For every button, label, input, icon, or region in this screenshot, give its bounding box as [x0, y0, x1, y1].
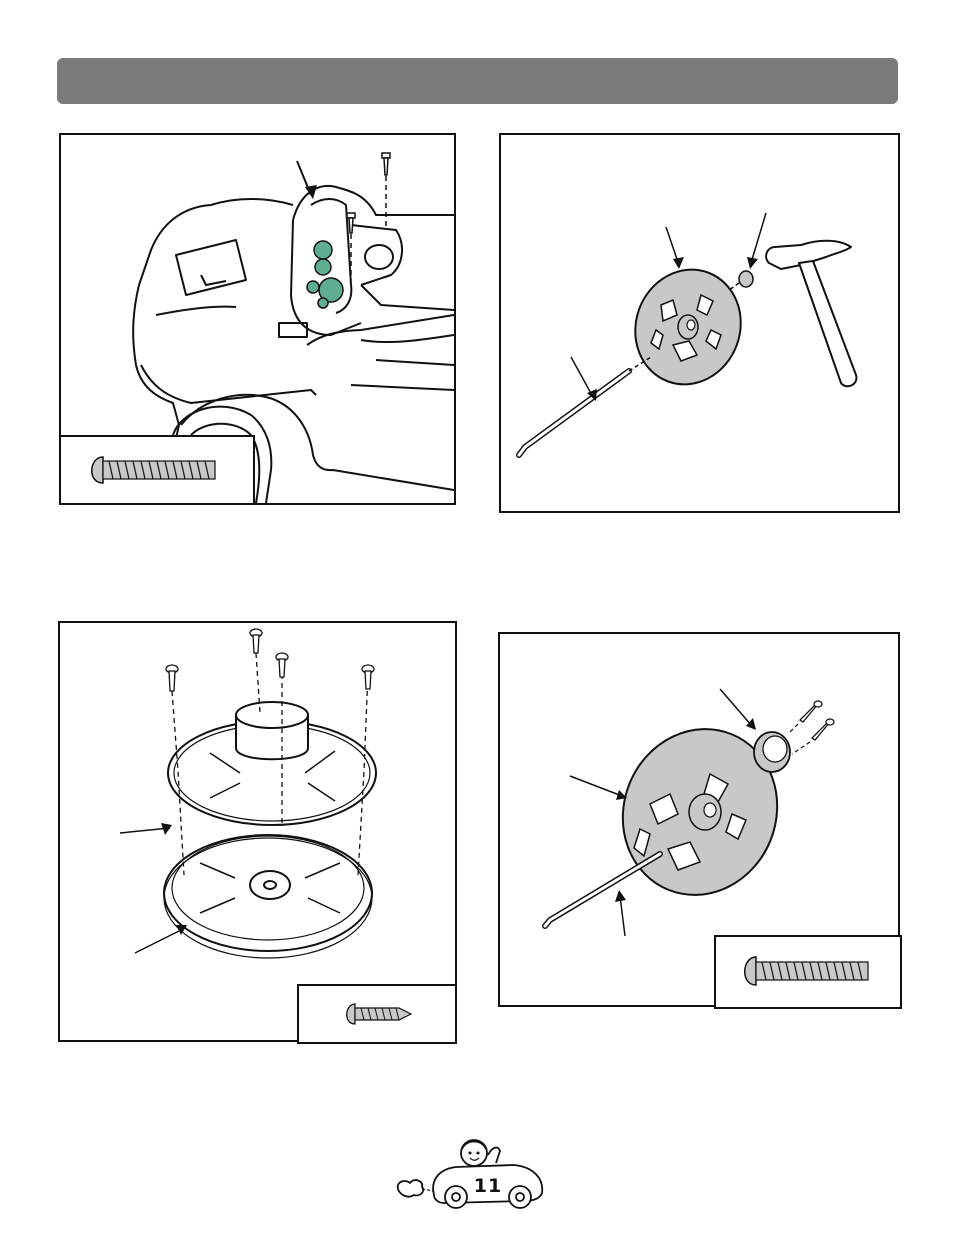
screw-inset-long	[59, 435, 255, 505]
long-screw-icon	[716, 937, 900, 1007]
steering-column-illustration	[60, 623, 455, 1040]
long-screw-icon	[61, 437, 253, 503]
page-number-car-mascot: 11	[394, 1137, 546, 1212]
screw-inset-long	[714, 935, 902, 1009]
figure-dashboard-assembly	[59, 133, 456, 505]
figure-steering-wheel-hammer	[499, 133, 900, 513]
screw-inset-short	[297, 984, 457, 1044]
figure-steering-wheel-hub	[498, 632, 900, 1007]
steering-wheel-hammer-illustration	[501, 135, 898, 511]
page-number: 11	[394, 1175, 546, 1197]
section-header-bar	[57, 58, 898, 104]
figure-steering-column-base	[58, 621, 457, 1042]
short-screw-icon	[299, 986, 455, 1042]
